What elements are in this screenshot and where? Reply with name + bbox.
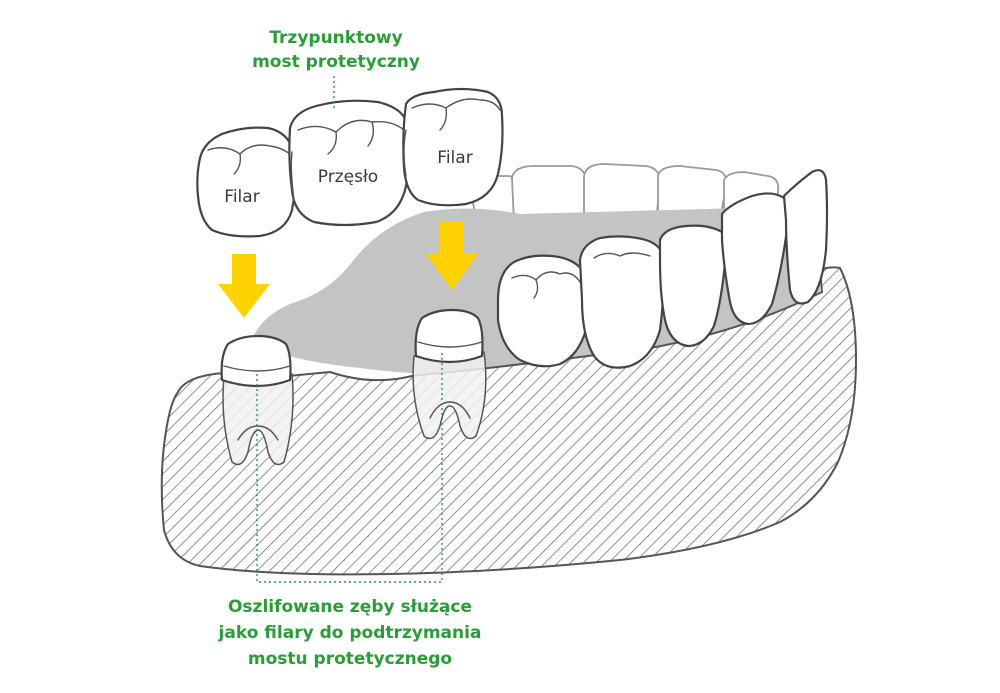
caption-line-3: mostu protetycznego	[248, 649, 452, 669]
bridge-left-label: Filar	[224, 187, 259, 207]
caption-line-1: Oszlifowane zęby służące	[228, 597, 472, 617]
bridge-left-crown	[196, 126, 297, 238]
bridge-middle-label: Przęsło	[318, 167, 378, 187]
right-abutment-root	[412, 351, 487, 440]
lower-teeth-row	[496, 169, 829, 369]
bridge-right-label: Filar	[437, 148, 472, 168]
left-down-arrow	[218, 254, 270, 318]
left-abutment-root	[222, 373, 294, 466]
left-abutment-stump	[220, 334, 292, 388]
caption-line-2: jako filary do podtrzymania	[218, 623, 482, 643]
right-down-arrow	[426, 222, 478, 290]
bridge-right-crown	[402, 87, 504, 207]
abutment-leader-bracket	[256, 350, 443, 583]
title-line-1: Trzypunktowy	[269, 28, 402, 48]
right-abutment-stump	[414, 308, 484, 364]
bridge-pontic	[288, 99, 411, 227]
title-line-2: most protetyczny	[252, 52, 420, 72]
bridge-prosthesis	[196, 87, 504, 238]
